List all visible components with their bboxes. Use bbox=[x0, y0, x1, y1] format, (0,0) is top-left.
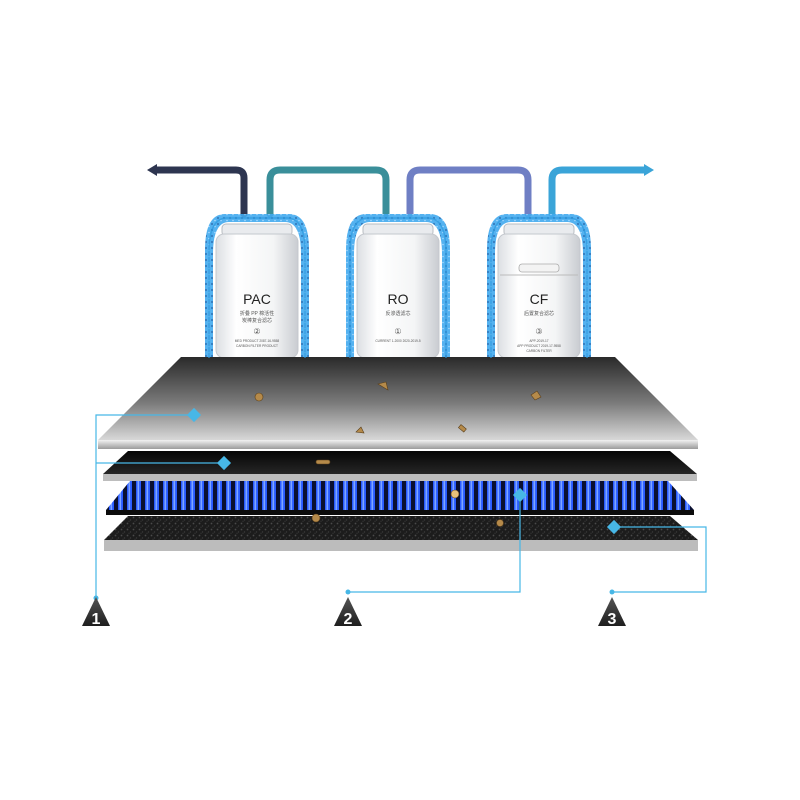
callout-number-2: 2 bbox=[344, 611, 353, 628]
pipe-pac-ro bbox=[266, 166, 390, 218]
filter-frame bbox=[490, 217, 588, 358]
filter-code: PAC bbox=[243, 291, 271, 307]
layer-carbon-edge bbox=[104, 540, 698, 551]
filter-fine-print: MED PRODUCT 2087-16-9558 bbox=[235, 339, 280, 343]
callout-lines bbox=[95, 414, 707, 598]
callout-badges: 1 2 3 bbox=[82, 597, 626, 628]
outlet-pipe-right bbox=[548, 166, 648, 218]
filter-number: ① bbox=[394, 327, 401, 336]
callout-line-2 bbox=[348, 495, 521, 593]
filter-fine-print: CURRENT 1-2000 2020-2019-5 bbox=[375, 339, 421, 343]
filter-ro: RO 反渗透滤芯 ① CURRENT 1-2000 2020-2019-5 bbox=[346, 214, 450, 359]
outlet-pipe-left bbox=[152, 166, 248, 218]
debris-particles bbox=[254, 381, 542, 527]
filter-fine-print: APP PRODUCT 2019-17-9558 bbox=[517, 344, 561, 348]
filter-subtitle: 折叠 PP 棉活性 bbox=[240, 310, 274, 317]
filter-number: ② bbox=[253, 327, 260, 336]
layer-top-grey-edge bbox=[98, 440, 698, 449]
filter-fine-print: APP-2019-17 bbox=[529, 339, 548, 343]
pipes bbox=[147, 164, 654, 218]
filter-layers bbox=[98, 357, 698, 551]
filter-number: ③ bbox=[535, 327, 542, 336]
pipe-ro-cf bbox=[406, 166, 532, 218]
arrow-left-icon bbox=[147, 164, 157, 176]
filter-code: CF bbox=[530, 291, 549, 307]
callout-badge-2: 2 bbox=[334, 597, 362, 628]
callout-badge-1: 1 bbox=[82, 597, 110, 628]
layer-black-edge bbox=[103, 474, 697, 481]
filter-fine-print: CARBON FILTER bbox=[526, 349, 552, 353]
layer-blue-edge bbox=[106, 510, 694, 515]
layer-blue-membrane bbox=[106, 481, 694, 510]
callout-line-3 bbox=[612, 526, 707, 593]
layer-black bbox=[103, 451, 697, 474]
callout-line-1 bbox=[95, 414, 194, 598]
arrow-right-icon bbox=[644, 164, 654, 176]
filter-subtitle: 后置复合滤芯 bbox=[524, 310, 554, 317]
filter-code: RO bbox=[388, 291, 409, 307]
filter-frame bbox=[208, 217, 306, 358]
callout-number-1: 1 bbox=[92, 611, 101, 628]
filter-fine-print: CARBON FILTER PRODUCT bbox=[236, 344, 278, 348]
callout-badge-3: 3 bbox=[598, 597, 626, 628]
filter-subtitle: 反渗透滤芯 bbox=[385, 310, 410, 317]
filter-cartridge-fronts bbox=[208, 217, 588, 358]
layer-carbon bbox=[104, 516, 698, 540]
filter-subtitle-2: 炭棒复合滤芯 bbox=[242, 317, 272, 324]
callout-number-3: 3 bbox=[608, 611, 617, 628]
filter-frame bbox=[349, 217, 447, 358]
layer-top-grey bbox=[98, 357, 698, 440]
filter-inner-cap bbox=[518, 263, 560, 273]
